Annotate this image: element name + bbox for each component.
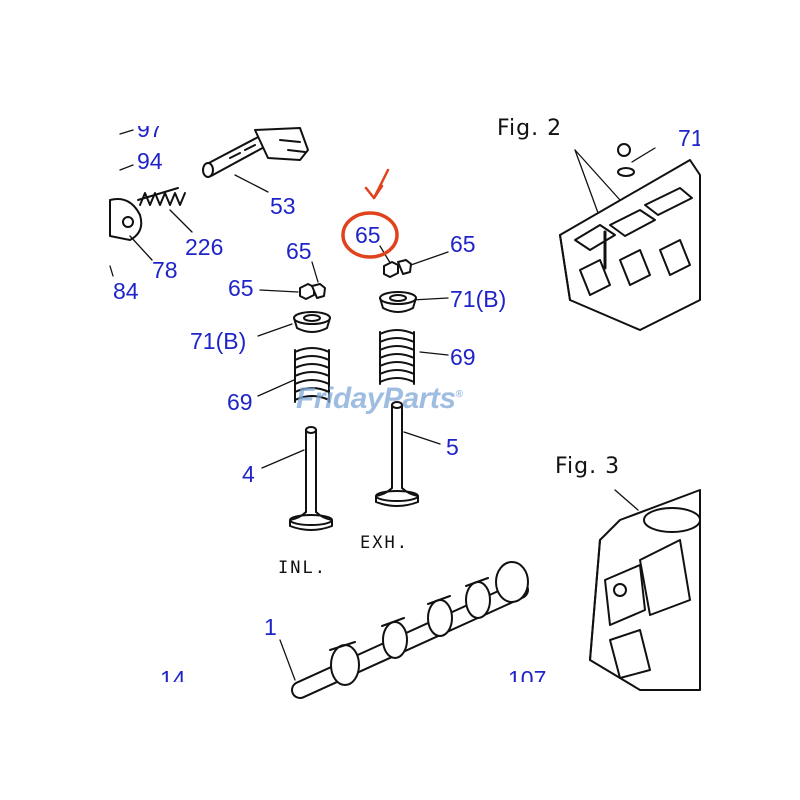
callout-69-left: 69	[227, 389, 253, 415]
callout-53: 53	[270, 193, 296, 219]
callout-71b-right: 71(B)	[450, 286, 507, 312]
exhaust-valve-assembly	[375, 259, 419, 507]
intake-valve-assembly	[289, 283, 333, 531]
watermark-brand: FridayParts	[296, 382, 456, 415]
cylinder-head-drawing	[559, 143, 701, 331]
callout-14: 14	[160, 668, 186, 682]
figure-label-fig2: Fig. 2	[497, 118, 563, 140]
callout-65-upper-left: 65	[286, 238, 312, 264]
callout-65-lower-left: 65	[228, 275, 254, 301]
rocker-bracket-drawing	[109, 198, 143, 241]
callout-65-highlighted: 65	[355, 222, 381, 248]
callout-71-top: 71	[678, 127, 700, 150]
callout-65-right: 65	[450, 231, 476, 257]
callout-78: 78	[152, 257, 178, 283]
callout-107: 107	[508, 668, 547, 682]
watermark-logo: FridayParts®	[296, 382, 463, 416]
callout-4: 4	[242, 461, 255, 487]
figure-label-fig3: Fig. 3	[555, 454, 621, 479]
callout-5: 5	[446, 434, 459, 460]
callout-69-right: 69	[450, 344, 476, 370]
intake-label: INL.	[278, 558, 327, 578]
rocker-shaft-drawing	[202, 127, 309, 178]
exhaust-label: EXH.	[360, 533, 409, 553]
callout-97: 97	[137, 116, 163, 142]
rocker-spring-drawing	[137, 187, 186, 206]
callout-226: 226	[185, 234, 224, 260]
callout-71b-left: 71(B)	[190, 328, 247, 354]
cylinder-block-drawing	[589, 489, 701, 691]
callout-84: 84	[113, 278, 139, 304]
callout-94: 94	[137, 148, 163, 174]
highlight-marker	[341, 168, 399, 259]
camshaft-drawing	[291, 561, 529, 699]
watermark-registered-mark: ®	[455, 389, 463, 400]
callout-1: 1	[264, 614, 277, 640]
